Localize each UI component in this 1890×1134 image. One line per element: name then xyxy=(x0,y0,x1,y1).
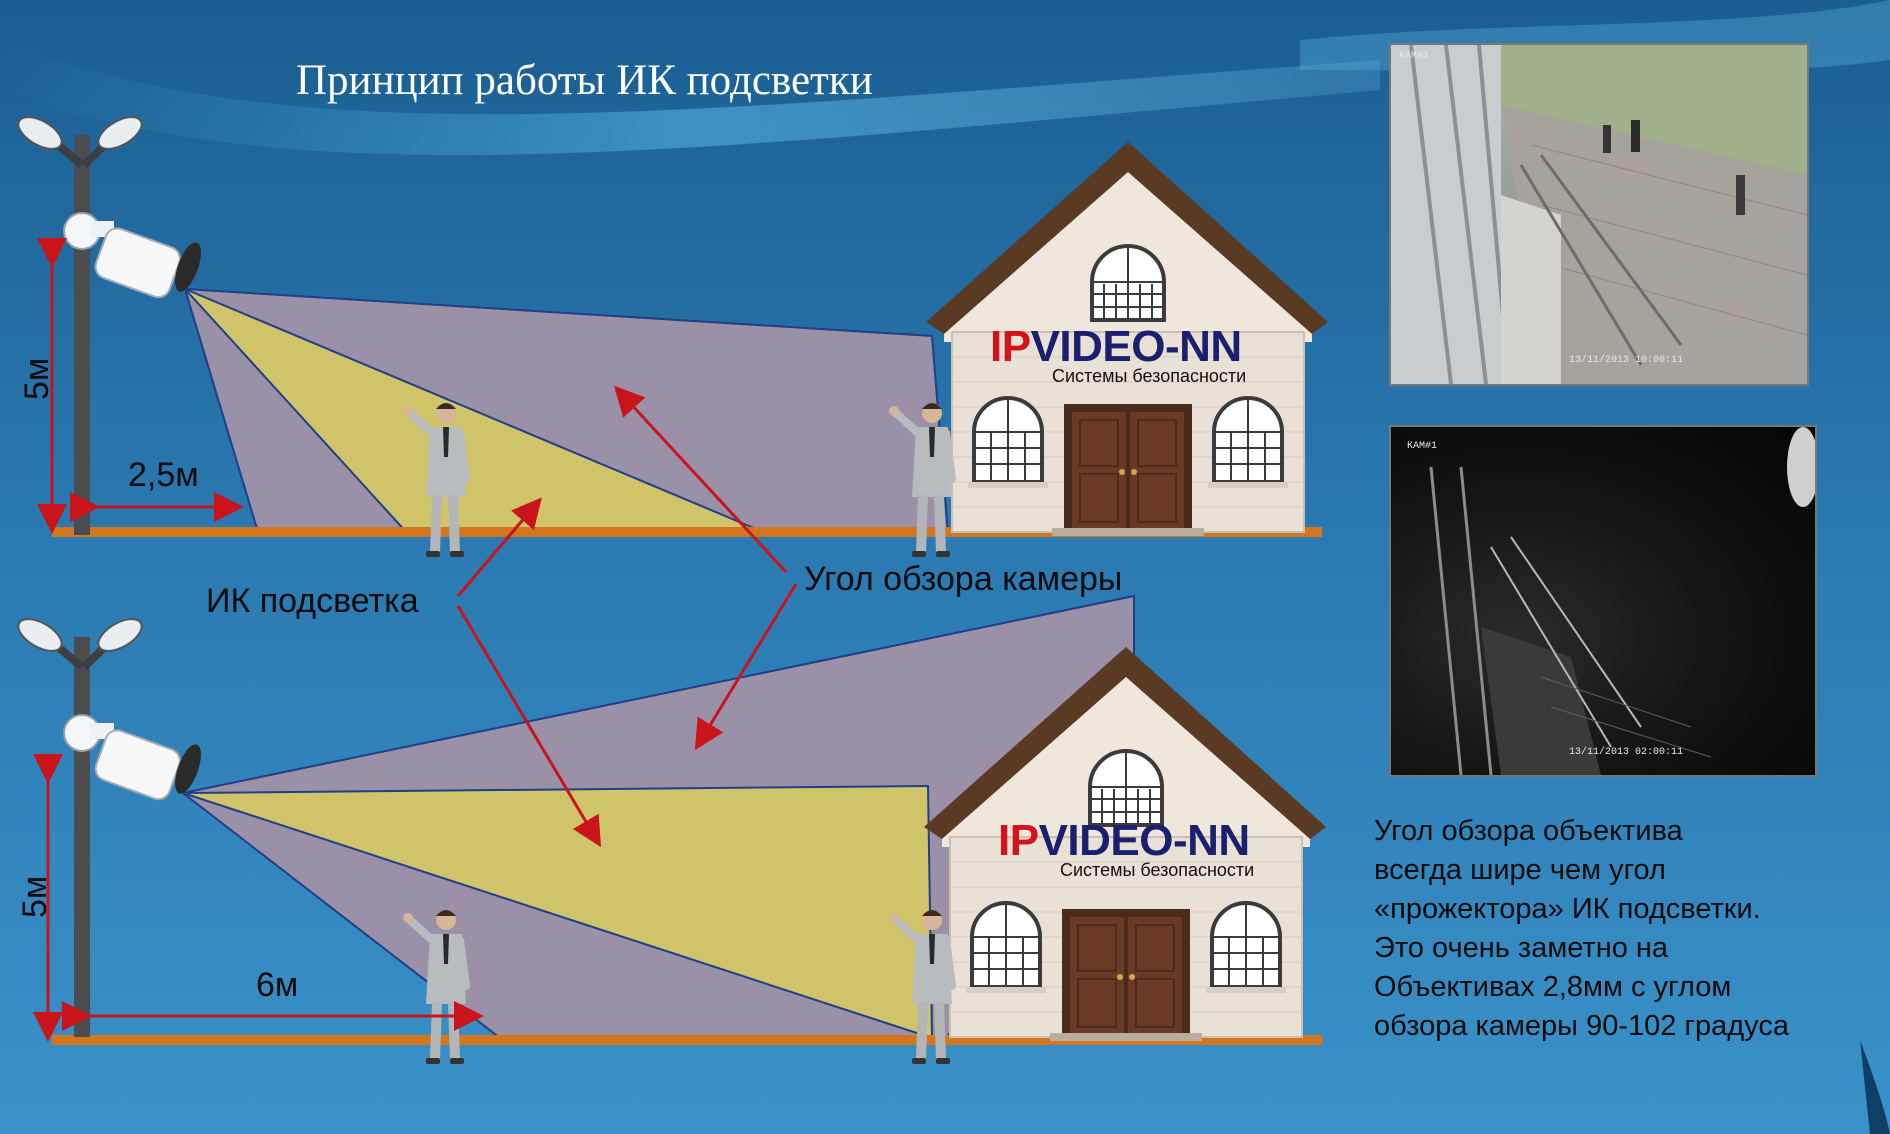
brand-logo-top: IPVIDEO-NN xyxy=(990,322,1242,372)
brand-name: VIDEO-NN xyxy=(1030,322,1243,371)
day-cam-label: КАМ#1 xyxy=(1399,51,1430,62)
day-scene xyxy=(1391,45,1807,384)
night-timestamp: 13/11/2013 02:00:11 xyxy=(1569,747,1684,758)
camera-photo-day: КАМ#1 13/11/2013 10:00:11 xyxy=(1389,43,1809,386)
background-corner xyxy=(1860,1040,1890,1134)
camera-pole-bottom xyxy=(13,613,206,1037)
brand-logo-bottom: IPVIDEO-NN xyxy=(998,816,1250,866)
explanation-text: Угол обзора объектива всегда шире чем уг… xyxy=(1374,815,1789,1042)
night-cam-label: КАМ#1 xyxy=(1407,441,1438,452)
brand-name: VIDEO-NN xyxy=(1038,816,1251,865)
distance-label-bottom: 6м xyxy=(256,966,299,1004)
day-timestamp: 13/11/2013 10:00:11 xyxy=(1569,355,1684,366)
ground-line-bottom xyxy=(52,1035,1322,1045)
view-angle-pointer-arrow-bottom xyxy=(694,583,798,751)
brand-tagline-top: Системы безопасности xyxy=(1052,366,1247,386)
distance-label-top: 2,5м xyxy=(128,456,199,494)
height-label-bottom: 5м xyxy=(16,875,54,918)
camera-photo-night: КАМ#1 13/11/2013 02:00:11 xyxy=(1389,425,1817,777)
ir-illumination-label: ИК подсветка xyxy=(206,582,419,620)
night-scene xyxy=(1429,427,1815,775)
page-title: Принцип работы ИК подсветки xyxy=(296,57,873,104)
view-angle-label: Угол обзора камеры xyxy=(804,560,1123,598)
ground-line-top xyxy=(52,527,1322,537)
view-angle-pointer-arrow-top xyxy=(613,385,788,574)
ir-pointer-arrow-top xyxy=(456,497,542,597)
ir-pointer-arrow-bottom xyxy=(456,605,602,848)
background-swoosh xyxy=(0,40,1380,156)
brand-tagline-bottom: Системы безопасности xyxy=(1060,860,1255,880)
brand-ip: IP xyxy=(998,816,1039,865)
height-label-top: 5м xyxy=(18,357,56,400)
brand-ip: IP xyxy=(990,322,1031,371)
